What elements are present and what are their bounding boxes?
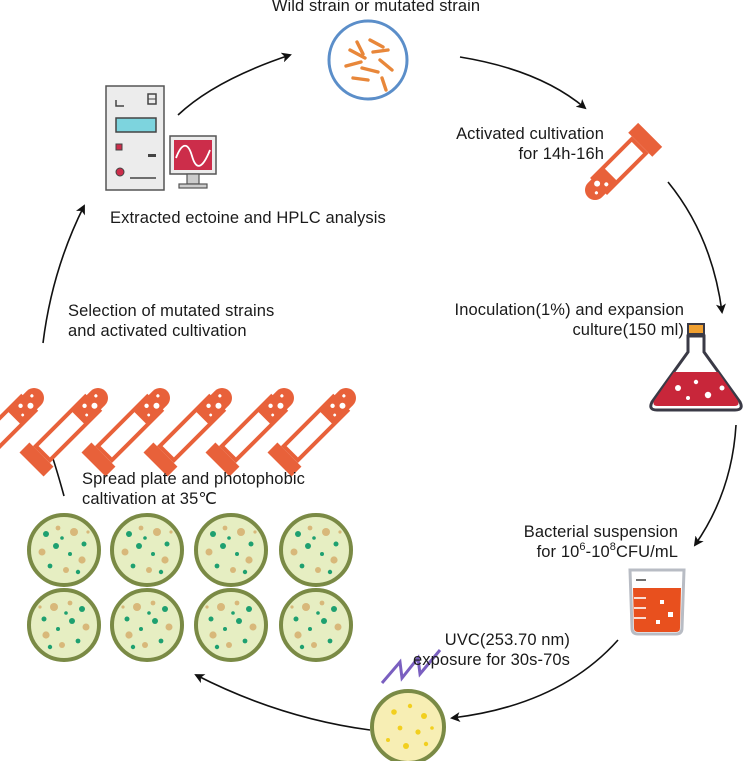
label-suspension-line2: for 106-108CFU/mL bbox=[440, 540, 678, 562]
test-tube-icon bbox=[585, 122, 663, 200]
label-activated-cultivation: Activated cultivation for 14h-16h bbox=[340, 124, 604, 164]
suspension-pre: for 10 bbox=[536, 543, 580, 561]
label-activated-line1: Activated cultivation bbox=[456, 125, 604, 143]
agar-plate-icon bbox=[279, 588, 353, 662]
arrow-activated-to-inoculation bbox=[667, 181, 726, 314]
agar-plate-grid bbox=[27, 513, 353, 662]
label-spread-line1: Spread plate and photophobic bbox=[82, 470, 305, 488]
label-selection-line1: Selection of mutated strains bbox=[68, 302, 275, 320]
label-suspension-line1: Bacterial suspension bbox=[523, 523, 678, 541]
label-uvc-line2: exposure for 30s-70s bbox=[412, 651, 570, 669]
cycle-arrows bbox=[42, 52, 737, 731]
agar-plate-icon bbox=[279, 513, 353, 587]
agar-plate-icon bbox=[110, 513, 184, 587]
label-uvc: UVC(253.70 nm) exposure for 30s-70s bbox=[350, 630, 570, 670]
bacteria-culture-icon bbox=[327, 19, 409, 101]
beaker-icon bbox=[628, 568, 686, 636]
agar-plate-icon bbox=[27, 513, 101, 587]
agar-plate-icon bbox=[110, 588, 184, 662]
agar-plate-icon bbox=[27, 588, 101, 662]
test-tube-icon bbox=[0, 388, 44, 464]
arrow-selection-to-hplc bbox=[42, 204, 85, 344]
arrow-beaker-to-uv bbox=[450, 639, 619, 723]
test-tube-icon bbox=[81, 388, 170, 477]
test-tube-icon bbox=[205, 388, 294, 477]
label-inoculation-line1: Inoculation(1%) and expansion bbox=[454, 301, 684, 319]
label-spread-plate: Spread plate and photophobic caltivation… bbox=[82, 469, 305, 509]
label-selection: Selection of mutated strains and activat… bbox=[68, 301, 274, 341]
agar-plate-icon bbox=[194, 588, 268, 662]
label-inoculation-line2: culture(150 ml) bbox=[572, 321, 684, 339]
agar-plate-icon bbox=[194, 513, 268, 587]
label-uvc-line1: UVC(253.70 nm) bbox=[444, 631, 570, 649]
arrow-flask-to-suspension bbox=[693, 424, 737, 547]
suspension-exp2: 8 bbox=[609, 540, 616, 553]
label-inoculation: Inoculation(1%) and expansion culture(15… bbox=[400, 300, 684, 340]
hplc-computer-icon bbox=[105, 85, 217, 191]
label-spread-line2: caltivation at 35℃ bbox=[82, 490, 217, 508]
label-hplc: Extracted ectoine and HPLC analysis bbox=[110, 209, 386, 227]
test-tube-icon bbox=[19, 388, 108, 477]
arrow-strain-to-activated bbox=[459, 56, 587, 110]
test-tube-icon bbox=[267, 388, 356, 477]
label-bacterial-suspension: Bacterial suspension for 106-108CFU/mL bbox=[440, 522, 678, 562]
label-wild-strain: Wild strain or mutated strain bbox=[271, 0, 481, 15]
erlenmeyer-flask-icon bbox=[649, 323, 743, 412]
uv-plate-icon bbox=[370, 649, 446, 761]
label-activated-line2: for 14h-16h bbox=[518, 145, 604, 163]
suspension-exp1: 6 bbox=[579, 540, 586, 553]
selection-tube-row bbox=[0, 388, 356, 477]
label-selection-line2: and activated cultivation bbox=[68, 322, 247, 340]
test-tube-icon bbox=[143, 388, 232, 477]
arrow-uv-to-plates bbox=[194, 674, 371, 731]
suspension-post: CFU/mL bbox=[615, 543, 678, 561]
suspension-mid: -10 bbox=[585, 543, 610, 561]
arrow-hplc-to-strain bbox=[177, 52, 292, 116]
